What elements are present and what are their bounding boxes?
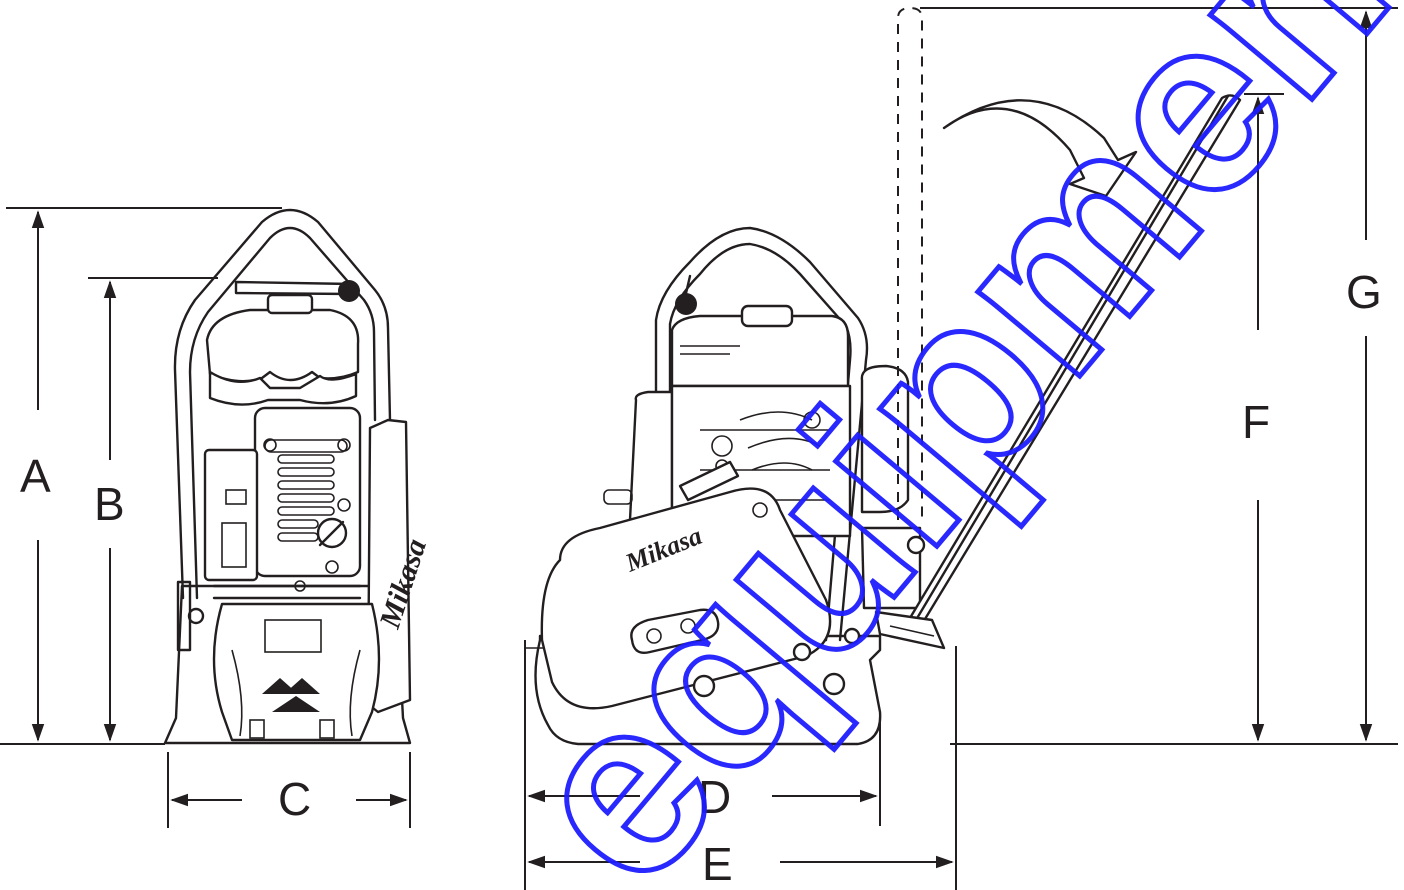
belt-cover-window bbox=[630, 608, 720, 654]
dimension-label-f: F bbox=[1242, 396, 1270, 448]
front-handle-bar bbox=[234, 280, 354, 296]
front-engine-upper bbox=[208, 370, 358, 406]
handle-folded-position bbox=[897, 6, 923, 520]
dimension-label-e: E bbox=[702, 838, 733, 890]
side-handle-knob bbox=[675, 293, 697, 315]
side-view: Mikasa bbox=[524, 6, 1242, 746]
side-guard-frame bbox=[654, 226, 869, 642]
dimension-label-c: C bbox=[278, 773, 311, 825]
handle-grip-knob bbox=[338, 280, 360, 302]
belt-cover bbox=[540, 487, 832, 710]
front-warning-triangles bbox=[262, 678, 320, 712]
cooling-fins bbox=[264, 439, 348, 542]
dimension-labels: A B C D E F G bbox=[20, 266, 1382, 890]
muffler bbox=[860, 364, 910, 514]
front-view: Mikasa bbox=[163, 208, 433, 745]
front-engine-block bbox=[253, 406, 362, 578]
front-exciter-housing bbox=[212, 602, 381, 742]
side-fuel-cap bbox=[740, 304, 794, 328]
dimension-lines bbox=[0, 7, 1398, 890]
dimension-label-a: A bbox=[20, 450, 51, 502]
dimension-label-b: B bbox=[94, 478, 125, 530]
handle-pivot bbox=[906, 535, 926, 555]
front-fuel-tank bbox=[205, 308, 360, 383]
side-fuel-tank bbox=[670, 314, 850, 388]
front-guard-frame bbox=[173, 208, 392, 600]
dimension-label-d: D bbox=[698, 771, 731, 823]
fuel-cap bbox=[266, 293, 314, 315]
fold-direction-arrow bbox=[942, 99, 1138, 198]
dimension-label-g: G bbox=[1346, 266, 1382, 318]
